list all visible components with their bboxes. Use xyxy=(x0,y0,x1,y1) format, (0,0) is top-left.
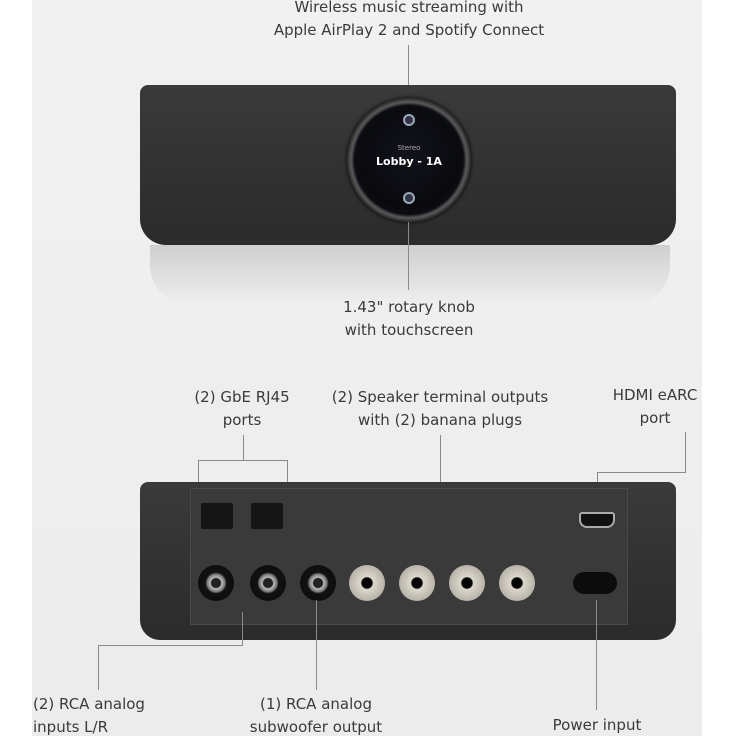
reflection xyxy=(150,245,670,305)
rca-sub-out xyxy=(300,565,336,601)
speaker-terminal xyxy=(449,565,485,601)
speaker-terminal xyxy=(499,565,535,601)
rca-input-l xyxy=(198,565,234,601)
rj45-port-2 xyxy=(251,503,283,529)
leader-line xyxy=(198,460,288,461)
power-label: Power input xyxy=(552,716,642,734)
leader-line xyxy=(198,460,199,500)
leader-line xyxy=(408,222,409,290)
zone-label: Lobby - 1A xyxy=(376,155,442,168)
speaker-terminal xyxy=(349,565,385,601)
leader-line xyxy=(316,600,317,690)
leader-line xyxy=(408,45,409,85)
up-icon xyxy=(403,114,415,126)
leader-line xyxy=(98,645,99,690)
leader-line xyxy=(242,612,243,645)
leader-line xyxy=(287,460,288,500)
rotary-knob: Stereo Lobby - 1A xyxy=(347,98,471,222)
leader-line xyxy=(597,472,686,473)
rca-input-r xyxy=(250,565,286,601)
source-label: Stereo xyxy=(397,144,421,152)
rj45-port-1 xyxy=(201,503,233,529)
hdmi-port xyxy=(579,512,615,528)
leader-line xyxy=(596,600,597,710)
leader-line xyxy=(243,435,244,460)
power-port xyxy=(573,572,617,594)
leader-line xyxy=(98,645,243,646)
leader-line xyxy=(685,432,686,472)
down-icon xyxy=(403,192,415,204)
touchscreen: Stereo Lobby - 1A xyxy=(359,110,459,210)
speaker-terminal xyxy=(399,565,435,601)
